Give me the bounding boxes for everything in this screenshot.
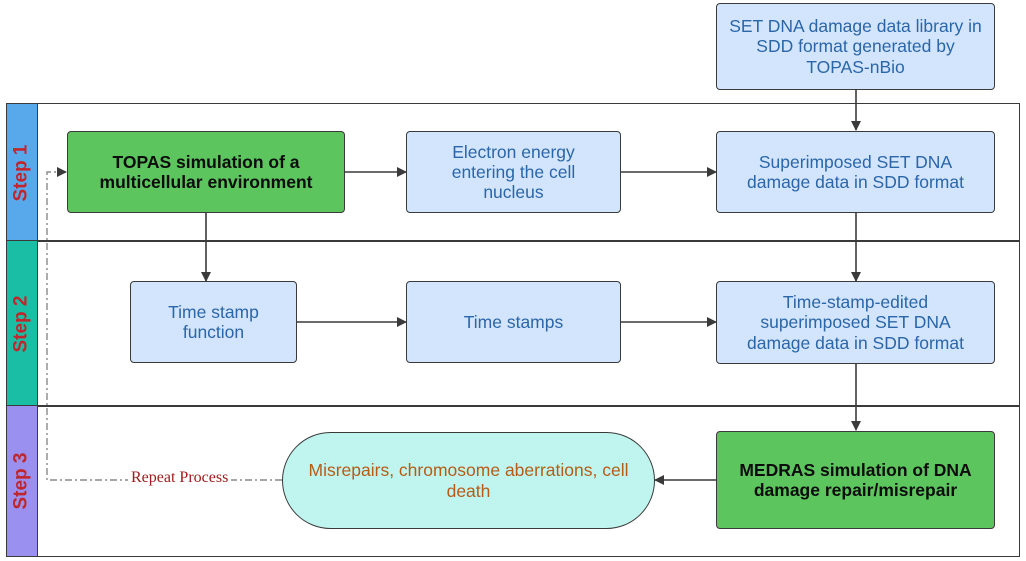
electron-energy-box: Electron energy entering the cell nucleu…	[406, 131, 621, 213]
time-stamps-box: Time stamps	[406, 281, 621, 363]
library-box: SET DNA damage data library in SDD forma…	[716, 3, 995, 90]
superimposed-box: Superimposed SET DNA damage data in SDD …	[716, 131, 995, 213]
repeat-process-label: Repeat Process	[128, 469, 232, 487]
step2-tab: Step 2	[6, 240, 38, 407]
time-stamp-edited-box: Time-stamp-edited superimposed SET DNA d…	[716, 281, 995, 364]
step1-tab: Step 1	[6, 103, 38, 242]
topas-box: TOPAS simulation of a multicellular envi…	[67, 131, 345, 213]
time-stamp-function-box: Time stamp function	[130, 281, 297, 363]
medras-box: MEDRAS simulation of DNA damage repair/m…	[716, 431, 995, 529]
outcome-oval: Misrepairs, chromosome aberrations, cell…	[282, 432, 655, 529]
step3-tab: Step 3	[6, 405, 38, 557]
